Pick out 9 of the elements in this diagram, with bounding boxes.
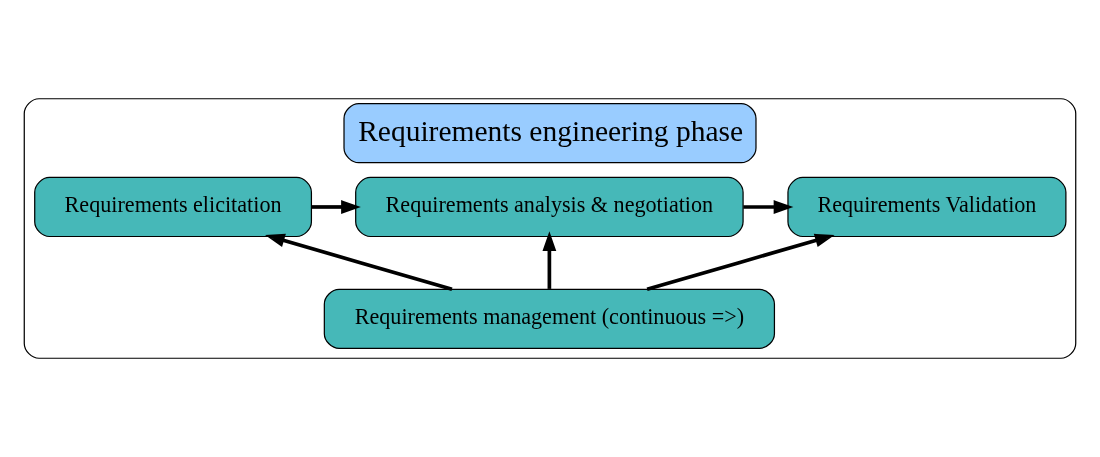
arrow (743, 200, 794, 214)
node-box: Requirements management (continuous =>) (323, 288, 776, 349)
arrow (265, 233, 453, 292)
arrow (646, 233, 835, 292)
node-box: Requirements analysis & negotiation (355, 176, 744, 238)
arrow (542, 231, 557, 289)
node-box: Requirements elicitation (34, 176, 313, 238)
node-box: Requirements Validation (787, 176, 1067, 238)
arrow (311, 200, 361, 214)
